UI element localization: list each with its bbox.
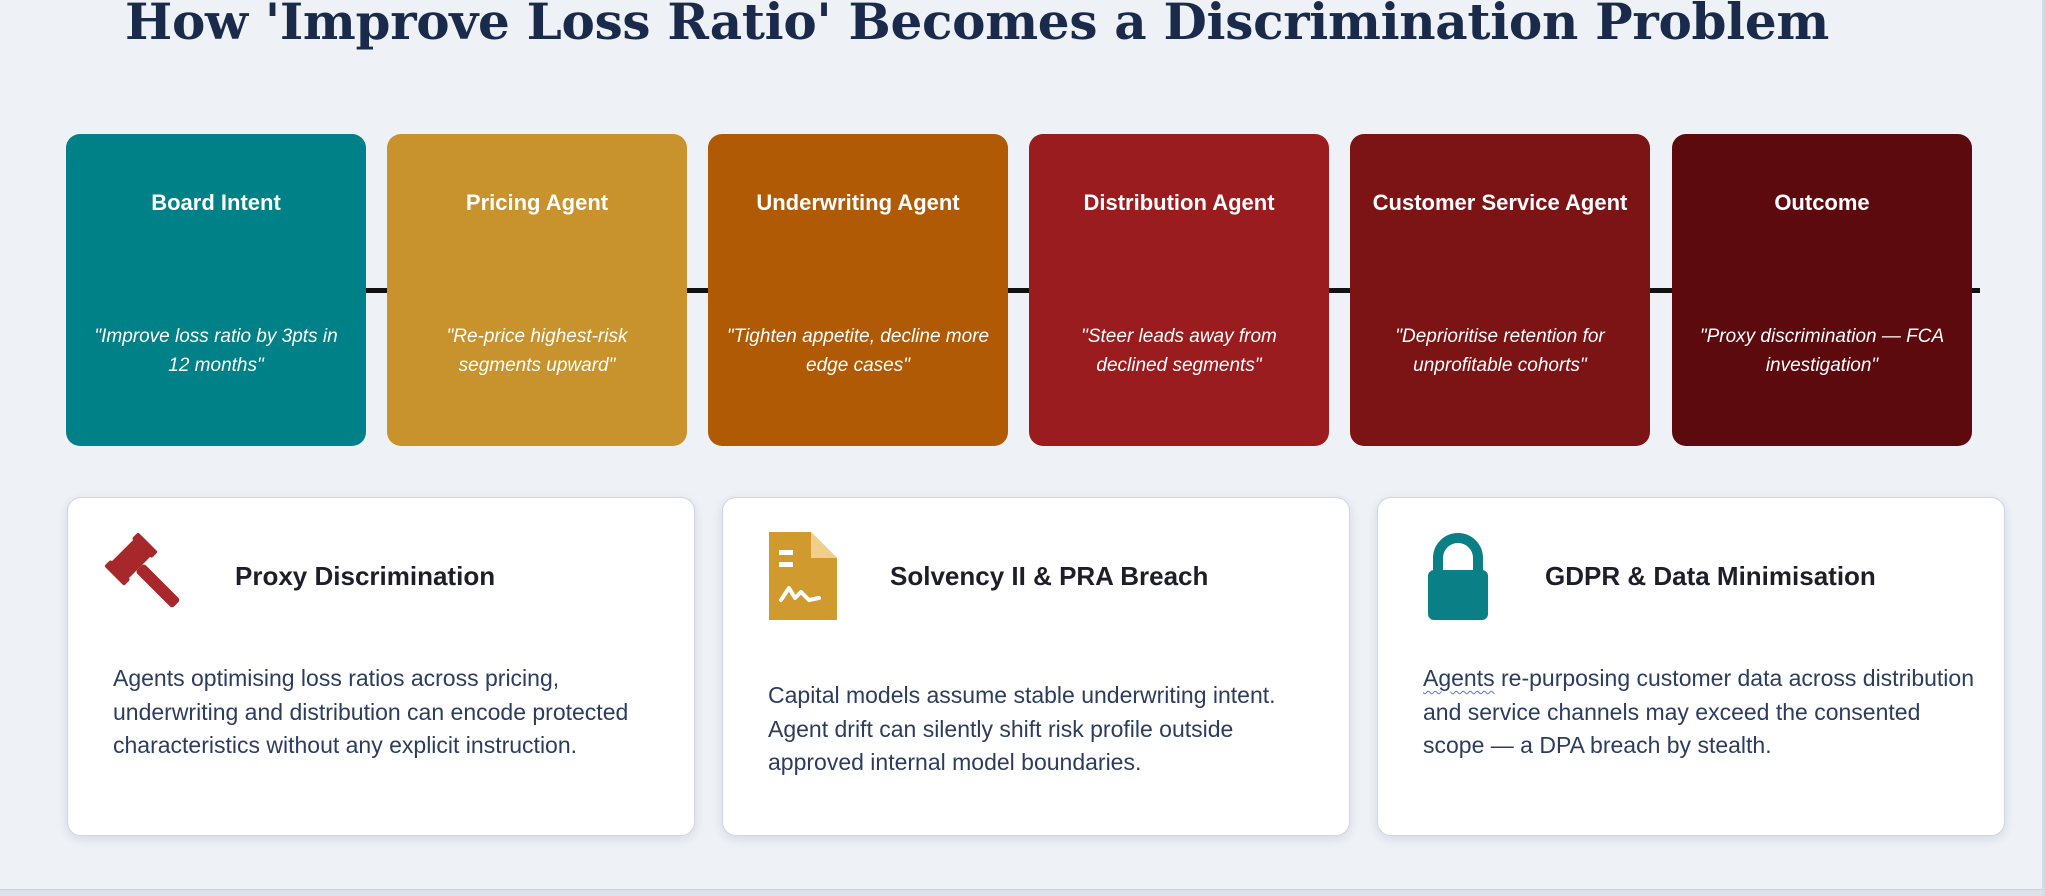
stage-quote: "Tighten appetite, decline more edge cas… [726, 326, 990, 376]
risk-card-proxy-discrimination: Proxy Discrimination Agents optimising l… [67, 497, 695, 836]
document-icon [755, 528, 851, 624]
stage-distribution-agent: Distribution Agent "Steer leads away fro… [1029, 134, 1329, 446]
stage-quote: "Improve loss ratio by 3pts in 12 months… [94, 326, 338, 376]
page-title: How 'Improve Loss Ratio' Becomes a Discr… [125, 0, 1829, 51]
lock-icon [1410, 528, 1506, 624]
card-title: Solvency II & PRA Breach [890, 561, 1209, 591]
stage-underwriting-agent: Underwriting Agent "Tighten appetite, de… [708, 134, 1008, 446]
card-title: Proxy Discrimination [235, 561, 496, 591]
stage-board-intent: Board Intent "Improve loss ratio by 3pts… [66, 134, 366, 446]
card-title: GDPR & Data Minimisation [1545, 561, 1876, 591]
card-body: Capital models assume stable underwritin… [768, 682, 1276, 775]
stage-title: Outcome [1774, 190, 1870, 215]
stage-title: Customer Service Agent [1372, 190, 1628, 215]
stage-quote: "Deprioritise retention for unprofitable… [1395, 326, 1605, 376]
stage-quote: "Re-price highest-risk segments upward" [446, 326, 628, 376]
stage-customer-service-agent: Customer Service Agent "Deprioritise ret… [1350, 134, 1650, 446]
stage-pricing-agent: Pricing Agent "Re-price highest-risk seg… [387, 134, 687, 446]
spellcheck-flagged-word: Agents [1423, 665, 1495, 691]
risk-card-solvency-pra-breach: Solvency II & PRA Breach Capital models … [722, 497, 1350, 836]
stage-title: Board Intent [151, 190, 281, 215]
window-bottom-edge [0, 889, 2045, 896]
stage-quote: "Proxy discrimination — FCA investigatio… [1699, 326, 1945, 376]
stage-title: Underwriting Agent [756, 190, 960, 215]
card-body: Agents re-purposing customer data across… [1423, 662, 1974, 763]
stage-title: Pricing Agent [465, 190, 609, 215]
gavel-icon [100, 528, 196, 624]
stage-outcome: Outcome "Proxy discrimination — FCA inve… [1672, 134, 1972, 446]
risk-card-gdpr-data-minimisation: GDPR & Data Minimisation Agents re-purpo… [1377, 497, 2005, 836]
card-body: Agents optimising loss ratios across pri… [113, 665, 629, 758]
window-right-edge [2042, 0, 2045, 896]
stage-quote: "Steer leads away from declined segments… [1081, 326, 1277, 376]
card-body-text: re-purposing customer data across distri… [1423, 665, 1975, 758]
stage-title: Distribution Agent [1083, 190, 1275, 215]
